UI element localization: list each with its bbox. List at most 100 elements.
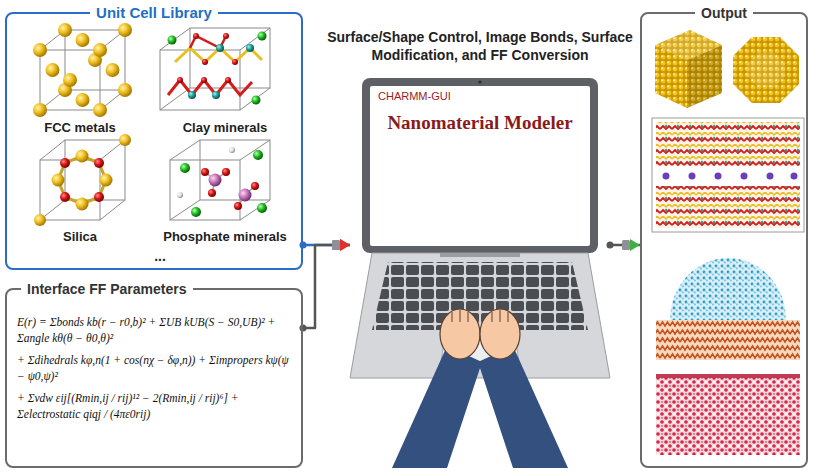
laptop-drawing <box>372 262 588 330</box>
silica-unit-cell <box>40 160 100 220</box>
arrowhead <box>340 239 350 251</box>
silica-unit-cell <box>60 158 70 168</box>
output-drawings <box>663 173 798 180</box>
text-holder: Nanomaterial Modeler <box>370 112 590 134</box>
phosphate-unit-cell <box>234 202 242 210</box>
silica-unit-cell <box>119 134 131 146</box>
phosphate-unit-cell <box>170 160 240 220</box>
fcc-unit-cell <box>93 43 107 57</box>
clay-unit-cell <box>160 28 190 50</box>
clay-unit-cell <box>258 32 267 41</box>
output-drawings <box>741 173 748 180</box>
phosphate-unit-cell <box>170 200 200 220</box>
phosphate-unit-cell <box>177 147 235 198</box>
silica-unit-cell <box>100 200 125 220</box>
connector <box>300 239 351 332</box>
phosphate-unit-cell <box>180 163 190 173</box>
phosphate-unit-cell <box>240 140 270 160</box>
output-drawings <box>687 45 722 108</box>
silica-unit-cell <box>100 174 113 187</box>
laptop-drawing <box>500 310 501 322</box>
clay-unit-cell <box>160 88 190 110</box>
phosphate-unit-cell <box>177 192 183 198</box>
clay-unit-cell <box>193 33 199 39</box>
text-holder: CHARMM-GUI <box>378 90 578 102</box>
app-title: Nanomaterial Modeler <box>370 112 590 134</box>
silica-unit-cell <box>52 174 65 187</box>
laptop-drawing <box>362 78 598 253</box>
output-drawings <box>670 258 786 320</box>
phosphate-unit-cell <box>205 172 255 206</box>
clay-unit-cell <box>252 96 261 105</box>
laptop-drawing <box>350 78 610 468</box>
plug <box>332 240 340 250</box>
laptop-drawing <box>440 253 520 257</box>
fcc-unit-cell <box>118 23 132 37</box>
clay-unit-cell <box>216 44 224 52</box>
phosphate-unit-cell <box>209 174 252 202</box>
fcc-unit-cell <box>118 83 132 97</box>
laptop-drawing <box>460 310 461 322</box>
app-brand: CHARMM-GUI <box>378 90 578 102</box>
phosphate-unit-cell <box>253 150 263 160</box>
fcc-unit-cell <box>40 30 125 110</box>
clay-unit-cell <box>168 36 177 45</box>
clay-unit-cell <box>168 32 267 105</box>
energy-equation: E(r) = Σbonds kb(r − r0,b)² + ΣUB kUB(S … <box>17 314 293 346</box>
arrowhead <box>340 239 350 251</box>
energy-equation: + Σvdw εij[(Rmin,ij / rij)¹² − 2(Rmin,ij… <box>17 390 293 422</box>
panel-heading: Interface FF Parameters <box>21 279 193 299</box>
heading-holder: Interface FF Parameters <box>7 279 301 299</box>
connector-dot <box>300 242 307 249</box>
silica-unit-cell <box>58 156 106 204</box>
output-drawings <box>791 173 798 180</box>
output-drawings <box>656 374 800 378</box>
arrowhead <box>630 239 640 251</box>
silica-unit-cell <box>40 140 125 220</box>
fcc-unit-cell <box>46 63 60 77</box>
connector <box>607 239 641 251</box>
process-caption: Surface/Shape Control, Image Bonds, Surf… <box>325 28 635 64</box>
clay-unit-cell <box>240 28 270 50</box>
silica-unit-cell <box>65 140 125 200</box>
clay-unit-cell <box>225 77 231 83</box>
fcc-unit-cell <box>63 73 77 87</box>
heading-holder: Unit Cell Library <box>7 3 301 23</box>
fcc-unit-cell <box>33 23 132 117</box>
fcc-unit-cell <box>33 43 47 57</box>
silica-unit-cell <box>34 134 131 226</box>
phosphate-unit-cell <box>170 140 270 220</box>
plug <box>622 240 630 250</box>
clay-unit-cell <box>160 28 270 110</box>
clay-unit-cell <box>188 91 196 99</box>
silica-unit-cell <box>76 198 89 211</box>
cell-label: FCC metals <box>20 120 140 137</box>
phosphate-unit-cell <box>251 182 259 190</box>
output-drawings <box>663 173 670 180</box>
laptop-drawing <box>478 346 568 468</box>
connector-dot <box>300 325 307 332</box>
laptop-drawing <box>452 310 508 322</box>
laptop-drawing <box>350 253 610 378</box>
panel-heading: Unit Cell Library <box>90 3 218 23</box>
silica-unit-cell <box>94 158 104 168</box>
fcc-unit-cell <box>93 103 107 117</box>
phosphate-unit-cell <box>200 140 270 200</box>
clay-unit-cell <box>177 77 183 83</box>
clay-unit-cell <box>246 44 254 52</box>
fcc-unit-cell <box>33 103 47 117</box>
phosphate-unit-cell <box>229 147 235 153</box>
fcc-unit-cell <box>76 33 90 47</box>
plug <box>332 240 340 250</box>
laptop-drawing <box>508 312 509 322</box>
clay-unit-cell <box>177 33 238 83</box>
panel-heading: Output <box>695 3 753 23</box>
phosphate-unit-cell <box>239 189 252 202</box>
silica-unit-cell <box>94 192 104 202</box>
laptop-app: CHARMM-GUI Nanomaterial Modeler <box>350 78 610 468</box>
laptop-drawing <box>452 312 453 322</box>
laptop-drawing <box>478 80 481 83</box>
phosphate-unit-cell <box>191 207 201 217</box>
cell-label: Clay minerals <box>150 120 300 137</box>
